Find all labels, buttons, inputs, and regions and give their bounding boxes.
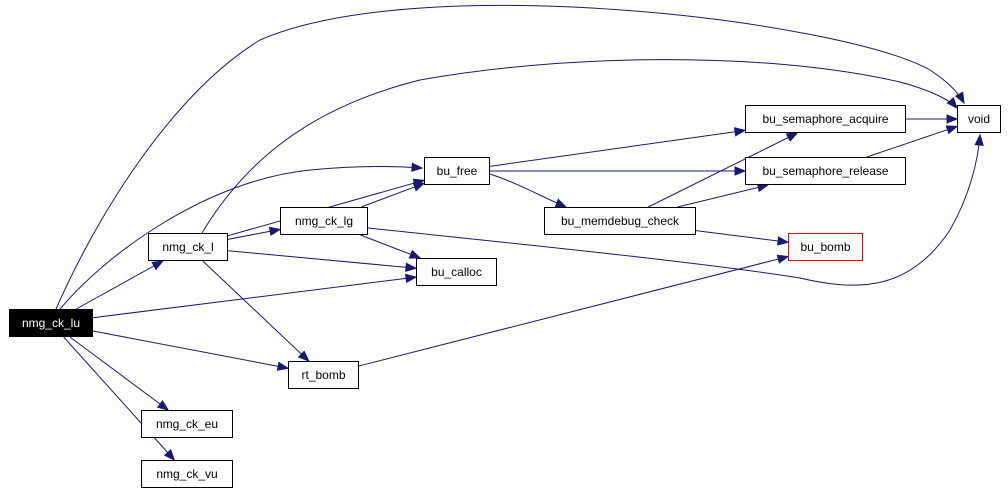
edge-rt-bomb-to-bu-bomb <box>358 256 789 367</box>
node-bu-calloc[interactable]: bu_calloc <box>416 258 497 286</box>
node-bu-semaphore-release[interactable]: bu_semaphore_release <box>745 157 906 185</box>
edge-nmg-ck-lu-to-nmg-ck-l <box>75 260 164 310</box>
node-nmg-ck-eu[interactable]: nmg_ck_eu <box>141 410 233 438</box>
arrowhead-bu-free <box>411 162 424 172</box>
arrowhead-nmg-ck-lg <box>268 226 282 237</box>
edge-nmg-ck-lu-to-rt-bomb <box>92 330 289 369</box>
arrowhead-void <box>946 96 958 110</box>
node-rt-bomb[interactable]: rt_bomb <box>288 361 359 389</box>
node-void[interactable]: void <box>957 105 1001 133</box>
arrowhead-bu-calloc <box>404 273 418 284</box>
edge-nmg-ck-l-to-rt-bomb <box>202 260 310 362</box>
arrowhead-bu-bomb <box>776 236 790 246</box>
node-bu-semaphore-acquire[interactable]: bu_semaphore_acquire <box>745 105 906 133</box>
edge-nmg-ck-lu-to-bu-free <box>59 165 423 310</box>
arrowhead-void <box>946 114 959 124</box>
node-bu-free[interactable]: bu_free <box>424 157 490 185</box>
arrowhead-nmg-ck-l <box>151 260 164 271</box>
arrowhead-bu-semaphore-acquire <box>733 127 747 137</box>
arrowhead-bu-semaphore-release <box>734 166 747 176</box>
edge-bu-memdebug-check-to-bu-semaphore-acquire <box>647 132 798 208</box>
edge-nmg-ck-lu-to-nmg-ck-eu <box>69 336 169 411</box>
node-nmg-ck-l[interactable]: nmg_ck_l <box>148 233 228 261</box>
edge-nmg-ck-lu-to-nmg-ck-vu <box>63 336 175 461</box>
arrowhead-rt-bomb <box>297 350 310 362</box>
arrowhead-bu-calloc <box>405 262 418 272</box>
edge-bu-free-to-bu-memdebug-check <box>489 173 567 208</box>
arrowhead-void <box>974 133 984 146</box>
node-nmg-ck-lg[interactable]: nmg_ck_lg <box>280 207 368 235</box>
node-bu-memdebug-check[interactable]: bu_memdebug_check <box>544 207 696 235</box>
arrowhead-bu-memdebug-check <box>554 198 568 208</box>
edge-nmg-ck-l-to-void <box>201 59 958 234</box>
arrowhead-bu-free <box>412 182 426 192</box>
arrowhead-void <box>954 91 965 105</box>
edge-bu-memdebug-check-to-bu-semaphore-release <box>677 184 769 208</box>
arrowhead-rt-bomb <box>276 361 290 371</box>
edge-nmg-ck-lg-to-void <box>367 134 981 286</box>
node-nmg-ck-vu[interactable]: nmg_ck_vu <box>141 460 233 488</box>
arrowhead-bu-calloc <box>408 249 422 259</box>
arrowhead-bu-semaphore-acquire <box>785 132 799 142</box>
arrowhead-void <box>945 125 959 135</box>
edge-bu-free-to-bu-semaphore-acquire <box>489 129 746 167</box>
node-nmg-ck-lu[interactable]: nmg_ck_lu <box>9 309 93 337</box>
arrowhead-nmg-ck-eu <box>156 399 170 411</box>
edge-bu-memdebug-check-to-bu-bomb <box>695 230 789 243</box>
arrowhead-bu-bomb <box>776 254 790 264</box>
edge-nmg-ck-l-to-bu-calloc <box>227 250 417 269</box>
arrowhead-nmg-ck-vu <box>163 449 176 462</box>
edge-nmg-ck-lu-to-bu-calloc <box>92 276 417 319</box>
node-bu-bomb[interactable]: bu_bomb <box>788 233 863 261</box>
edge-nmg-ck-lu-to-void <box>55 5 965 310</box>
